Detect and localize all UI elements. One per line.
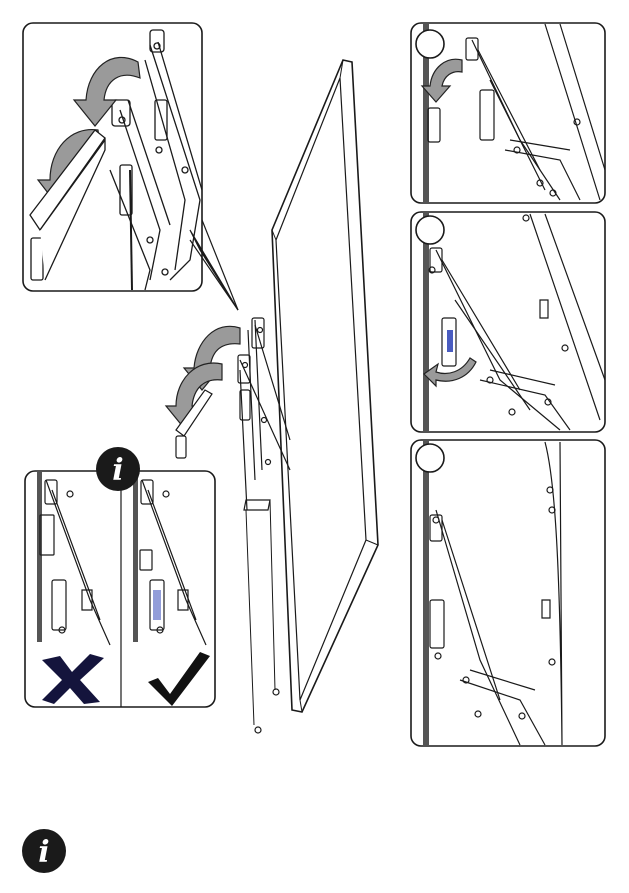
step-3-panel [411,440,605,746]
info-symbol: i [112,453,123,488]
info-icon: i [96,447,140,491]
info-comparison-panel: i [25,447,215,707]
info-symbol-bottom: i [38,835,49,870]
detail-panel [23,23,202,291]
step-number-badge [416,444,444,472]
lock-highlight [153,590,161,620]
lock-highlight [447,330,453,352]
step-number-badge [416,30,444,58]
step-2-panel [411,212,605,432]
step-1-panel [411,23,605,203]
step-number-badge [416,216,444,244]
info-icon: i [22,829,66,873]
